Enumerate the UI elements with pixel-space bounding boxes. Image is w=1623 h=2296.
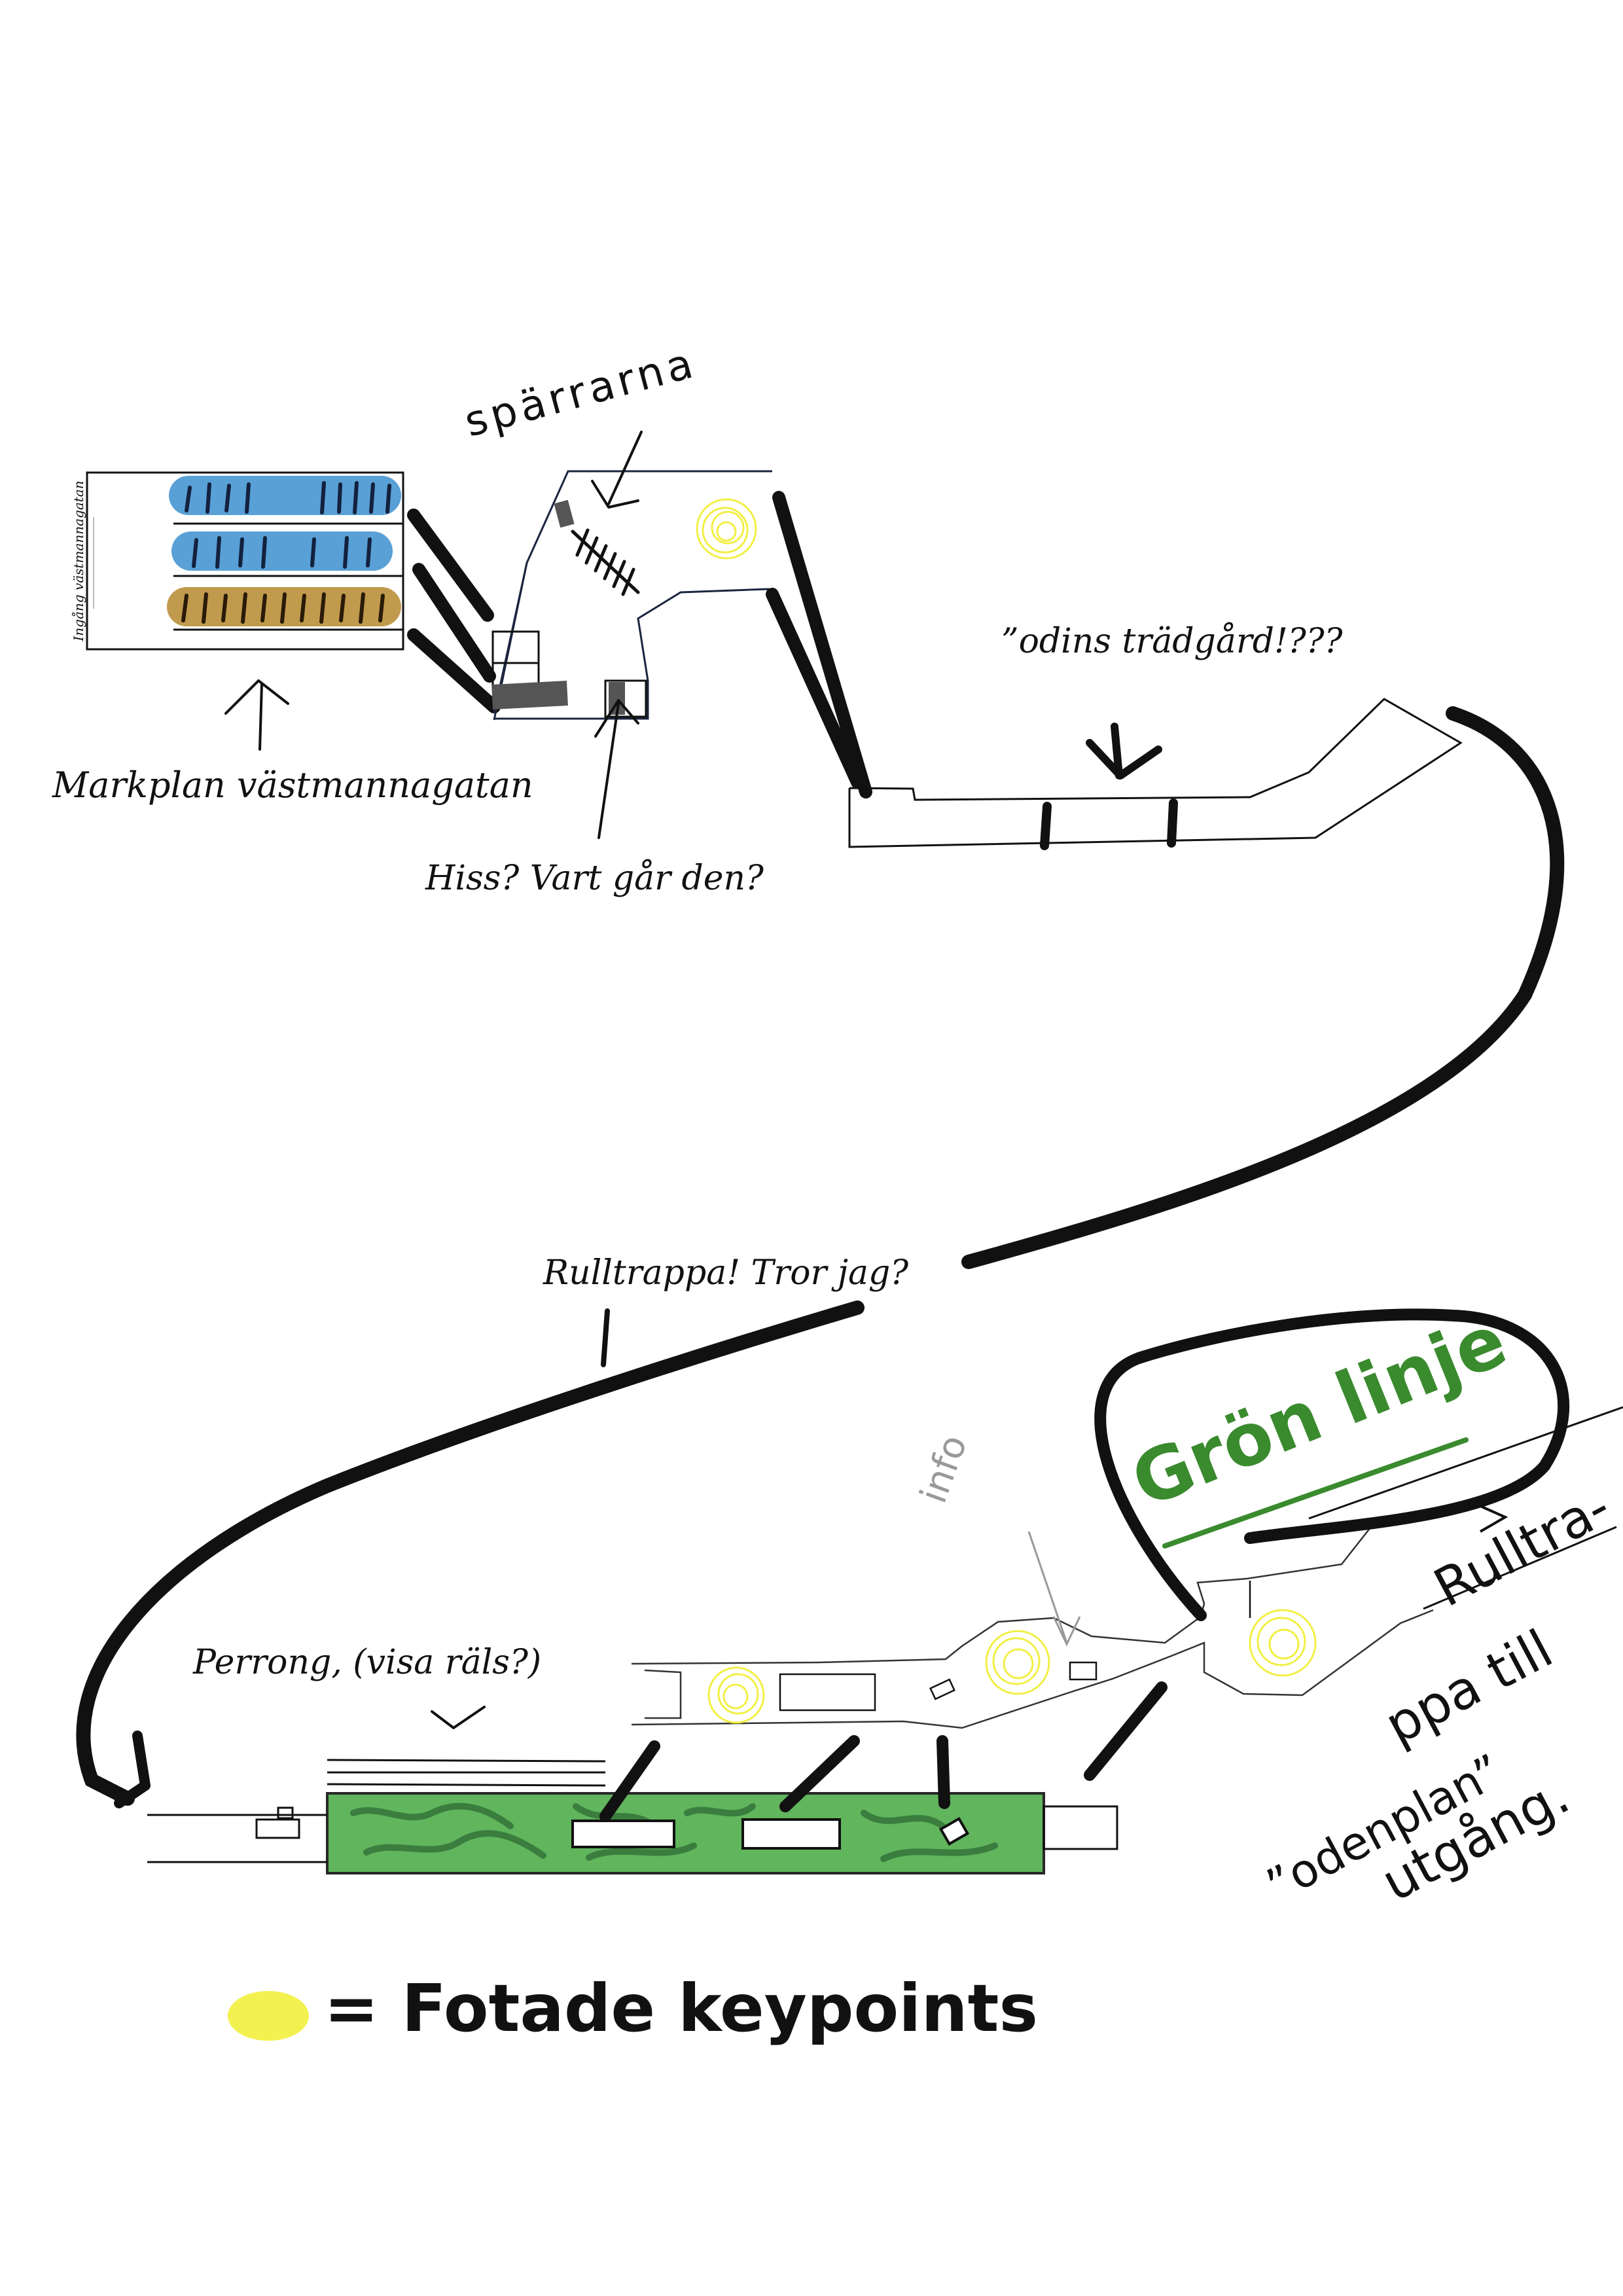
legend-label: = Fotade keypoints bbox=[324, 1970, 1038, 2047]
keypoint-hall bbox=[696, 498, 757, 560]
gate-row-blue-1 bbox=[169, 476, 401, 515]
label-perrong: Perrong, (visa räls?) bbox=[193, 1643, 542, 1682]
label-markplan: Markplan västmannagatan bbox=[52, 764, 533, 806]
long-escalator-path bbox=[961, 706, 1565, 1269]
arrow-perrong bbox=[431, 1706, 486, 1729]
stairs-entrance-to-hall bbox=[407, 509, 501, 713]
gates-spaerrarna bbox=[571, 528, 640, 596]
arrow-info bbox=[1027, 1531, 1081, 1647]
gate-row-blue-2 bbox=[171, 531, 393, 571]
arrow-markplan bbox=[259, 683, 263, 751]
keypoint-concourse-1 bbox=[707, 1666, 765, 1724]
stairs-hall-to-corridor bbox=[766, 491, 872, 798]
corridor-odins-tradgard bbox=[848, 698, 1463, 848]
keypoint-concourse-3 bbox=[1249, 1609, 1317, 1677]
label-odins: ”odins trädgård!??? bbox=[1001, 622, 1343, 661]
ticket-hall bbox=[491, 470, 772, 721]
gate-marker bbox=[554, 499, 575, 528]
label-entrance-vertical: Ingång västmannagatan bbox=[71, 480, 86, 641]
platform-perrong bbox=[147, 1759, 1118, 1874]
ticket-machine bbox=[491, 681, 568, 710]
stairs-platform-to-concourse bbox=[599, 1681, 1168, 1822]
label-hiss: Hiss? Vart går den? bbox=[425, 859, 764, 898]
arrow-spaerrarna bbox=[607, 431, 643, 505]
arrow-hiss bbox=[597, 702, 620, 839]
platform-green-area bbox=[326, 1792, 1045, 1874]
entrance-area bbox=[86, 471, 404, 651]
keypoint-concourse-2 bbox=[985, 1630, 1050, 1695]
legend-keypoint-swatch bbox=[228, 1991, 309, 2041]
long-escalator-path-lower bbox=[76, 1300, 865, 1806]
label-rulltrappa: Rulltrappa! Tror jag? bbox=[543, 1253, 909, 1293]
upper-concourse bbox=[631, 1308, 1570, 1729]
